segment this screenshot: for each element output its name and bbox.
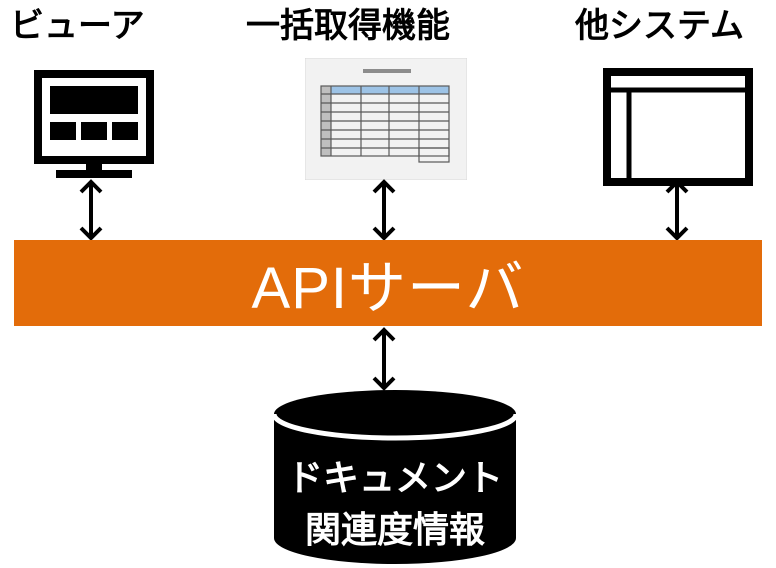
api-server-bar: APIサーバ [14, 240, 762, 326]
api-server-label: APIサーバ [251, 256, 525, 321]
database-label-line1: ドキュメント [286, 458, 503, 499]
other-system-label: 他システム [575, 6, 744, 46]
viewer-label: ビューア [10, 6, 145, 46]
double-arrow-icon [665, 179, 689, 241]
double-arrow-icon [79, 179, 103, 241]
database-icon [271, 390, 519, 564]
spreadsheet-icon [305, 58, 467, 180]
monitor-icon [34, 70, 154, 178]
bulk-fetch-label: 一括取得機能 [246, 6, 450, 46]
database-label-line2: 関連度情報 [304, 510, 485, 551]
double-arrow-icon [372, 179, 396, 241]
window-icon [603, 68, 753, 186]
double-arrow-icon [372, 327, 396, 391]
